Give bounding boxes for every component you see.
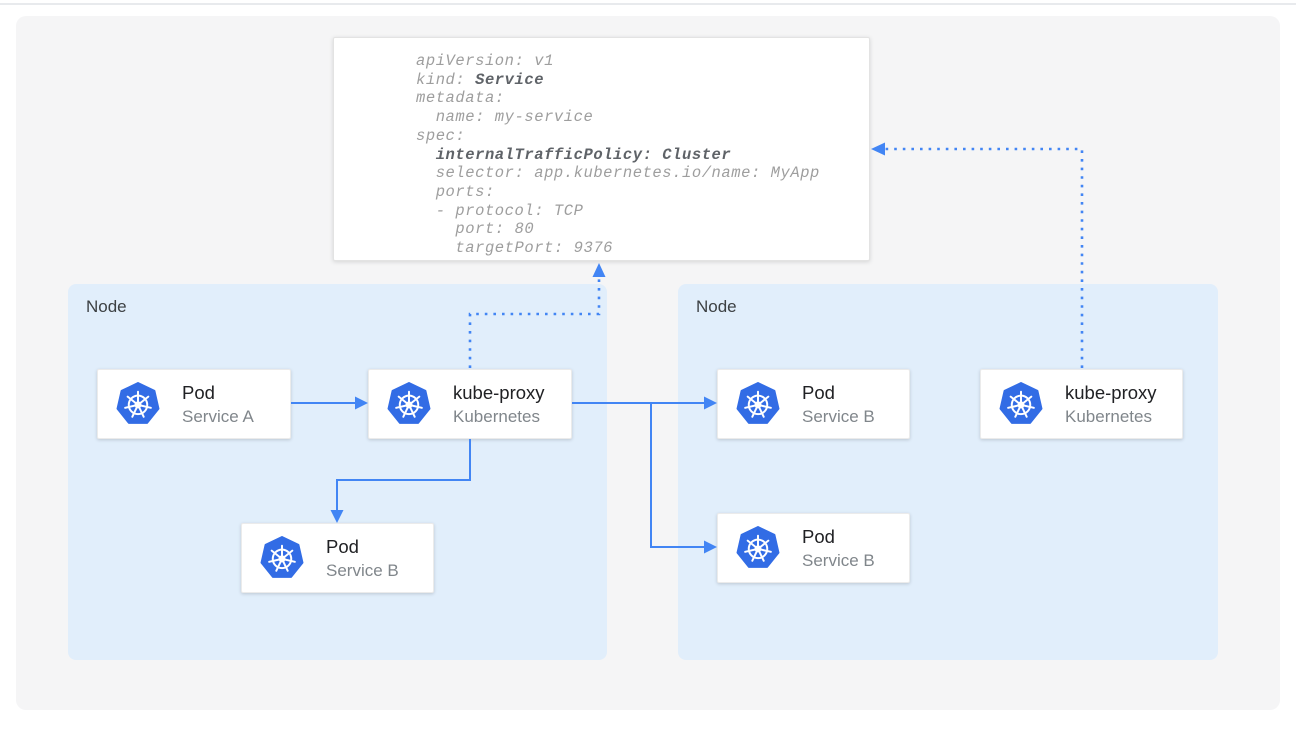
kubernetes-icon xyxy=(736,382,780,426)
yaml-line: kind: Service xyxy=(416,70,545,89)
card-subtitle: Service B xyxy=(802,406,875,426)
card-pod-service-b-left: Pod Service B xyxy=(241,523,434,593)
kubernetes-icon xyxy=(999,382,1043,426)
card-pod-service-b-right-bottom: Pod Service B xyxy=(717,513,910,583)
yaml-line: selector: app.kubernetes.io/name: MyApp xyxy=(416,164,820,183)
card-subtitle: Service B xyxy=(802,550,875,570)
card-pod-service-a: Pod Service A xyxy=(97,369,291,439)
node-right-label: Node xyxy=(696,297,737,316)
yaml-line: - protocol: TCP xyxy=(416,201,584,220)
card-subtitle: Service B xyxy=(326,560,399,580)
yaml-line: apiVersion: v1 xyxy=(416,52,554,70)
card-title: Pod xyxy=(802,381,835,403)
card-pod-service-b-right-top: Pod Service B xyxy=(717,369,910,439)
card-title: Pod xyxy=(182,381,215,403)
yaml-line: internalTrafficPolicy: Cluster xyxy=(435,145,732,164)
card-kube-proxy-left: kube-proxy Kubernetes xyxy=(368,369,572,439)
card-kube-proxy-right: kube-proxy Kubernetes xyxy=(980,369,1183,439)
yaml-line: ports: xyxy=(416,182,495,201)
top-divider xyxy=(0,3,1296,5)
card-subtitle: Service A xyxy=(182,406,254,426)
yaml-line: targetPort: 9376 xyxy=(416,239,614,258)
card-title: Pod xyxy=(326,535,359,557)
card-subtitle: Kubernetes xyxy=(453,406,540,426)
card-title: Pod xyxy=(802,525,835,547)
kubernetes-icon xyxy=(116,382,160,426)
kubernetes-icon xyxy=(736,526,780,570)
card-title: kube-proxy xyxy=(1065,381,1157,403)
node-left-label: Node xyxy=(86,297,127,316)
node-right: Node xyxy=(678,284,1218,660)
yaml-line: metadata: xyxy=(416,89,505,108)
yaml-line: spec: xyxy=(416,126,466,145)
node-left: Node xyxy=(68,284,607,660)
yaml-line: name: my-service xyxy=(416,108,594,127)
card-title: kube-proxy xyxy=(453,381,545,403)
service-yaml-card: apiVersion: v1 kind: Service metadata: n… xyxy=(333,37,870,261)
kubernetes-icon xyxy=(387,382,431,426)
kubernetes-icon xyxy=(260,536,304,580)
card-subtitle: Kubernetes xyxy=(1065,406,1152,426)
yaml-line: port: 80 xyxy=(416,220,535,239)
